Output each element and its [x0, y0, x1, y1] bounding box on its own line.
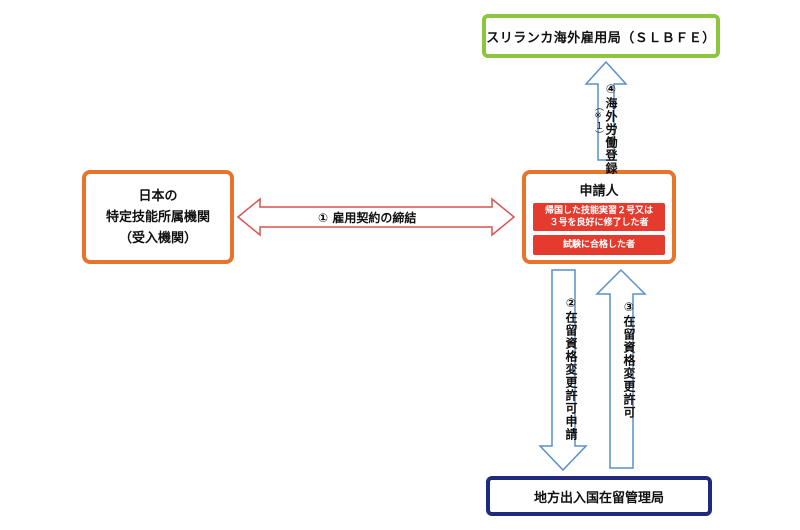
condition-1-line-2: ３号を良好に修了した者 — [549, 218, 649, 228]
apply-down-arrow — [538, 269, 588, 472]
contract-double-arrow — [236, 197, 516, 237]
permit-label: ③在留資格変更許可 — [622, 300, 636, 419]
sri-lanka-bureau-box: スリランカ海外雇用局（ＳＬＢＦＥ） — [482, 14, 720, 58]
applicant-condition-intern: 帰国した技能実習２号又は ３号を良好に修了した者 — [533, 203, 665, 231]
register-up-arrow — [584, 60, 628, 161]
immigration-bureau-box: 地方出入国在留管理局 — [486, 476, 712, 516]
applicant-box: 申請人 帰国した技能実習２号又は ３号を良好に修了した者 試験に合格した者 — [522, 170, 676, 264]
applicant-condition-exam: 試験に合格した者 — [533, 235, 665, 255]
japan-organization-box: 日本の 特定技能所属機関 （受入機関） — [82, 170, 234, 264]
apply-label: ②在留資格変更許可申請 — [564, 296, 578, 441]
applicant-title: 申請人 — [579, 184, 619, 199]
japan-org-line-3: （受入機関） — [118, 230, 197, 246]
japan-org-line-2: 特定技能所属機関 — [105, 209, 210, 225]
register-label: ④海外労働登録 — [604, 82, 618, 175]
japan-org-line-1: 日本の — [138, 188, 178, 204]
sri-lanka-bureau-label: スリランカ海外雇用局（ＳＬＢＦＥ） — [486, 30, 716, 46]
contract-label: ① 雇用契約の締結 — [318, 211, 417, 225]
permit-up-arrow — [595, 268, 647, 469]
register-note-label: （※１） — [593, 102, 603, 139]
condition-1-line-1: 帰国した技能実習２号又は — [544, 206, 653, 216]
immigration-bureau-label: 地方出入国在留管理局 — [533, 490, 664, 506]
condition-2-label: 試験に合格した者 — [562, 240, 635, 250]
